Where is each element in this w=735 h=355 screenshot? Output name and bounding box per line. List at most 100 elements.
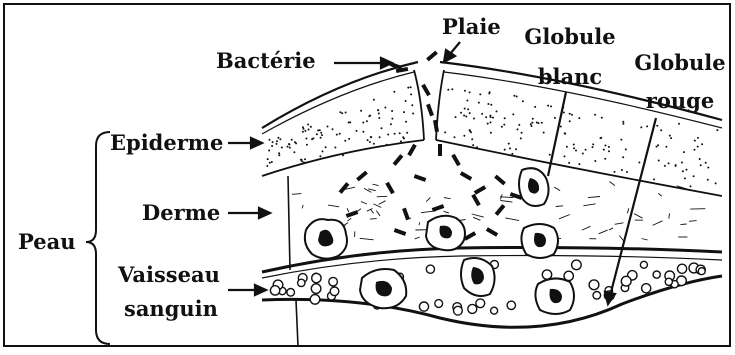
dermis-fiber — [368, 189, 376, 191]
epidermis-dot — [490, 121, 492, 123]
epidermis-dot — [269, 139, 271, 141]
dermis-fiber — [473, 217, 480, 220]
epidermis-dot — [530, 123, 532, 125]
epidermis-dot — [369, 141, 371, 143]
red-blood-cell — [310, 295, 320, 305]
epidermis-dot — [269, 162, 271, 164]
epidermis-dot — [384, 107, 386, 109]
epidermis-dot — [390, 123, 392, 125]
dermis-fiber — [444, 211, 449, 213]
epidermis-dot — [391, 118, 393, 120]
label-vaisseau-line1: Vaisseau — [118, 264, 220, 286]
epidermis-dot — [541, 122, 543, 124]
epidermis-dot — [406, 132, 408, 134]
epidermis-dot — [399, 132, 401, 134]
epidermis-dot — [564, 155, 566, 157]
epidermis-dot — [571, 114, 573, 116]
epidermis-dot — [716, 129, 718, 131]
epidermis-dot — [690, 185, 692, 187]
label-bacterie: Bactérie — [216, 50, 316, 72]
epidermis-dot — [478, 102, 480, 104]
dermis-fiber — [302, 205, 303, 208]
epidermis-dot — [522, 100, 524, 102]
epidermis-dot — [600, 137, 602, 139]
epidermis-dot — [287, 146, 289, 148]
epidermis-dot — [295, 142, 297, 144]
epidermis-dot — [509, 147, 511, 149]
epidermis-dot — [466, 100, 468, 102]
dermis-fiber — [627, 208, 628, 213]
bacterium — [495, 204, 506, 216]
bacterium — [356, 171, 368, 182]
label-vaisseau-line2: sanguin — [124, 298, 218, 320]
epidermis-dot — [300, 159, 302, 161]
epidermis-dot — [566, 146, 568, 148]
epidermis-dot — [303, 128, 305, 130]
epidermis-dot — [536, 122, 538, 124]
epidermis-dot — [336, 134, 338, 136]
epidermis-dot — [348, 138, 350, 140]
epidermis-dot — [512, 113, 514, 115]
arrow-globule-blanc — [548, 92, 566, 176]
epidermis-dot — [707, 167, 709, 169]
epidermis-dot — [664, 165, 666, 167]
epidermis-dot — [304, 158, 306, 160]
epidermis-dot — [370, 136, 372, 138]
epidermis-dot — [339, 133, 341, 135]
epidermis-dot — [517, 128, 519, 130]
red-blood-cell — [572, 260, 582, 270]
epidermis-dot — [543, 132, 545, 134]
dermis-fiber — [415, 237, 420, 239]
red-blood-cell — [640, 261, 647, 268]
peau-brace — [86, 132, 110, 344]
epidermis-dot — [288, 143, 290, 145]
epidermis-dot — [289, 147, 291, 149]
epidermis-dot — [575, 150, 577, 152]
epidermis-dot — [400, 140, 402, 142]
epidermis-dot — [455, 116, 457, 118]
dermis-fiber — [472, 214, 484, 217]
label-globule-blanc-line1: Globule — [520, 26, 620, 48]
epidermis-dot — [470, 131, 472, 133]
epidermis-dot — [693, 175, 695, 177]
label-globule-rouge-line2: rouge — [628, 90, 732, 112]
epidermis-dot — [402, 136, 404, 138]
epidermis-dot — [490, 116, 492, 118]
bacterium — [438, 144, 442, 156]
epidermis-dot — [411, 104, 413, 106]
epidermis-dot — [550, 105, 552, 107]
epidermis-dot — [485, 116, 487, 118]
dermis-fiber — [419, 222, 420, 225]
epidermis-dot — [311, 138, 313, 140]
bacterium — [393, 154, 404, 166]
epidermis-dot — [563, 112, 565, 114]
epidermis-dot — [503, 124, 505, 126]
bacterium — [421, 84, 430, 96]
bacterium — [426, 51, 438, 62]
dermis-fiber — [559, 215, 570, 219]
epidermis-dot — [694, 149, 696, 151]
bacterium — [432, 204, 445, 212]
bacterium — [394, 228, 407, 236]
dermis-fiber — [360, 238, 374, 240]
epidermis-dot — [327, 126, 329, 128]
dermis-fiber — [370, 219, 377, 220]
epidermis-dot — [697, 137, 699, 139]
epidermis-dot — [626, 171, 628, 173]
epidermis-dot — [405, 100, 407, 102]
bacterium — [474, 185, 486, 194]
epidermis-dot — [670, 137, 672, 139]
epidermis-dot — [454, 136, 456, 138]
epidermis-dot — [682, 170, 684, 172]
epidermis-dot — [640, 126, 642, 128]
dermis-fiber — [371, 209, 374, 213]
dermis-fiber — [506, 218, 520, 221]
epidermis-dot — [464, 108, 466, 110]
epidermis-dot — [276, 140, 278, 142]
epidermis-dot — [378, 113, 380, 115]
red-blood-cell — [330, 287, 339, 296]
epidermis-dot — [515, 148, 517, 150]
epidermis-dot — [681, 162, 683, 164]
dermis-fiber — [609, 182, 615, 186]
epidermis-dot — [532, 118, 534, 120]
